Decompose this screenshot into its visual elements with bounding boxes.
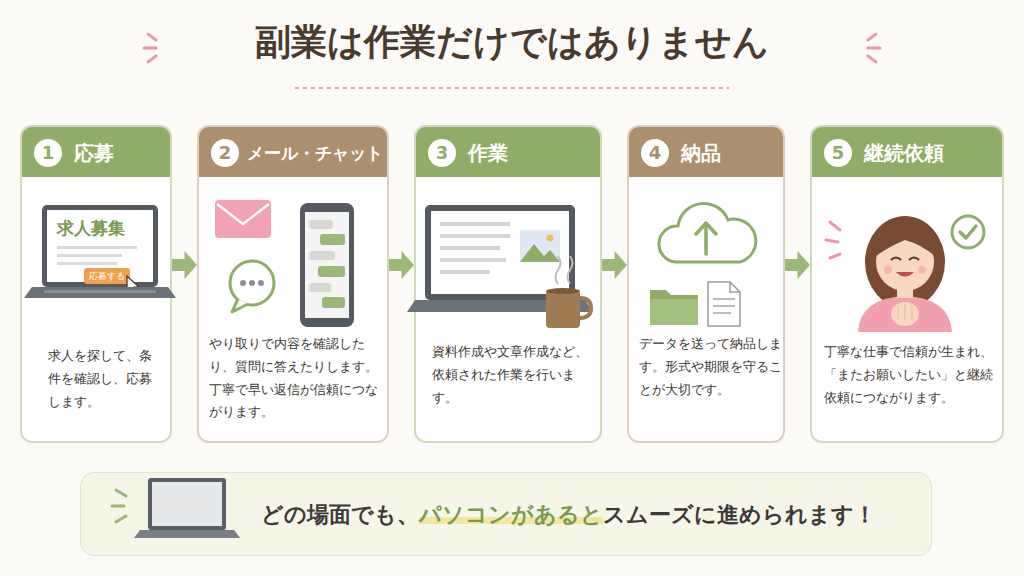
flow-arrow (785, 251, 810, 279)
step-number: 3 (428, 139, 456, 167)
step-title: メール・チャット (247, 127, 383, 179)
diagram-title: 副業は作業だけではありません (0, 16, 1024, 68)
step-number: 2 (211, 139, 239, 167)
step-number: 5 (824, 139, 852, 167)
step-description: データを送って納品します。形式や期限を守ることが大切です。 (639, 333, 785, 401)
highlight-text: パソコンがあると (419, 502, 603, 527)
delivery-illustration (650, 203, 756, 326)
flow-arrow (172, 251, 197, 279)
message-illustration (215, 200, 354, 327)
step-description: 丁寧な仕事で信頼が生まれ、「またお願いしたい」と継続依頼につながります。 (824, 341, 1000, 409)
step-title: 作業 (468, 127, 508, 179)
screen-heading: 求人募集 (57, 216, 125, 240)
happy-client-illustration (826, 216, 984, 332)
step-number-badge: 5 (824, 139, 852, 167)
step-title: 応募 (74, 127, 114, 179)
banner-sentence: スムーズに進められます！ (603, 502, 876, 527)
step-title: 継続依頼 (864, 127, 944, 179)
step-number-badge: 3 (428, 139, 456, 167)
step-title: 納品 (681, 127, 721, 179)
step-number-badge: 1 (34, 139, 62, 167)
step-number-badge: 2 (211, 139, 239, 167)
step-description: 求人を探して、条件を確認し、応募します。 (48, 345, 152, 413)
work-illustration (407, 205, 593, 328)
banner-text: どの場面でも、パソコンがあるとスムーズに進められます！ (261, 473, 876, 557)
banner-sentence: どの場面でも、 (261, 502, 419, 527)
step-card: メール・チャットやり取りで内容を確認したり、質問に答えたりします。丁寧で早い返信… (197, 125, 389, 443)
flow-arrow (389, 251, 414, 279)
flow-arrow (602, 251, 627, 279)
step-number-badge: 4 (641, 139, 669, 167)
step-number: 4 (641, 139, 669, 167)
step-card: 納品データを送って納品します。形式や期限を守ることが大切です。 4 (627, 125, 785, 443)
title-underline (295, 87, 729, 89)
banner-laptop-icon (112, 478, 240, 538)
step-description: 資料作成や文章作成など、依頼された作業を行います。 (432, 341, 594, 409)
step-description: やり取りで内容を確認したり、質問に答えたりします。丁寧で早い返信が信頼につながり… (209, 333, 385, 424)
button-label: 応募する (84, 268, 130, 284)
step-number: 1 (34, 139, 62, 167)
laptop-job-illustration (24, 205, 176, 298)
